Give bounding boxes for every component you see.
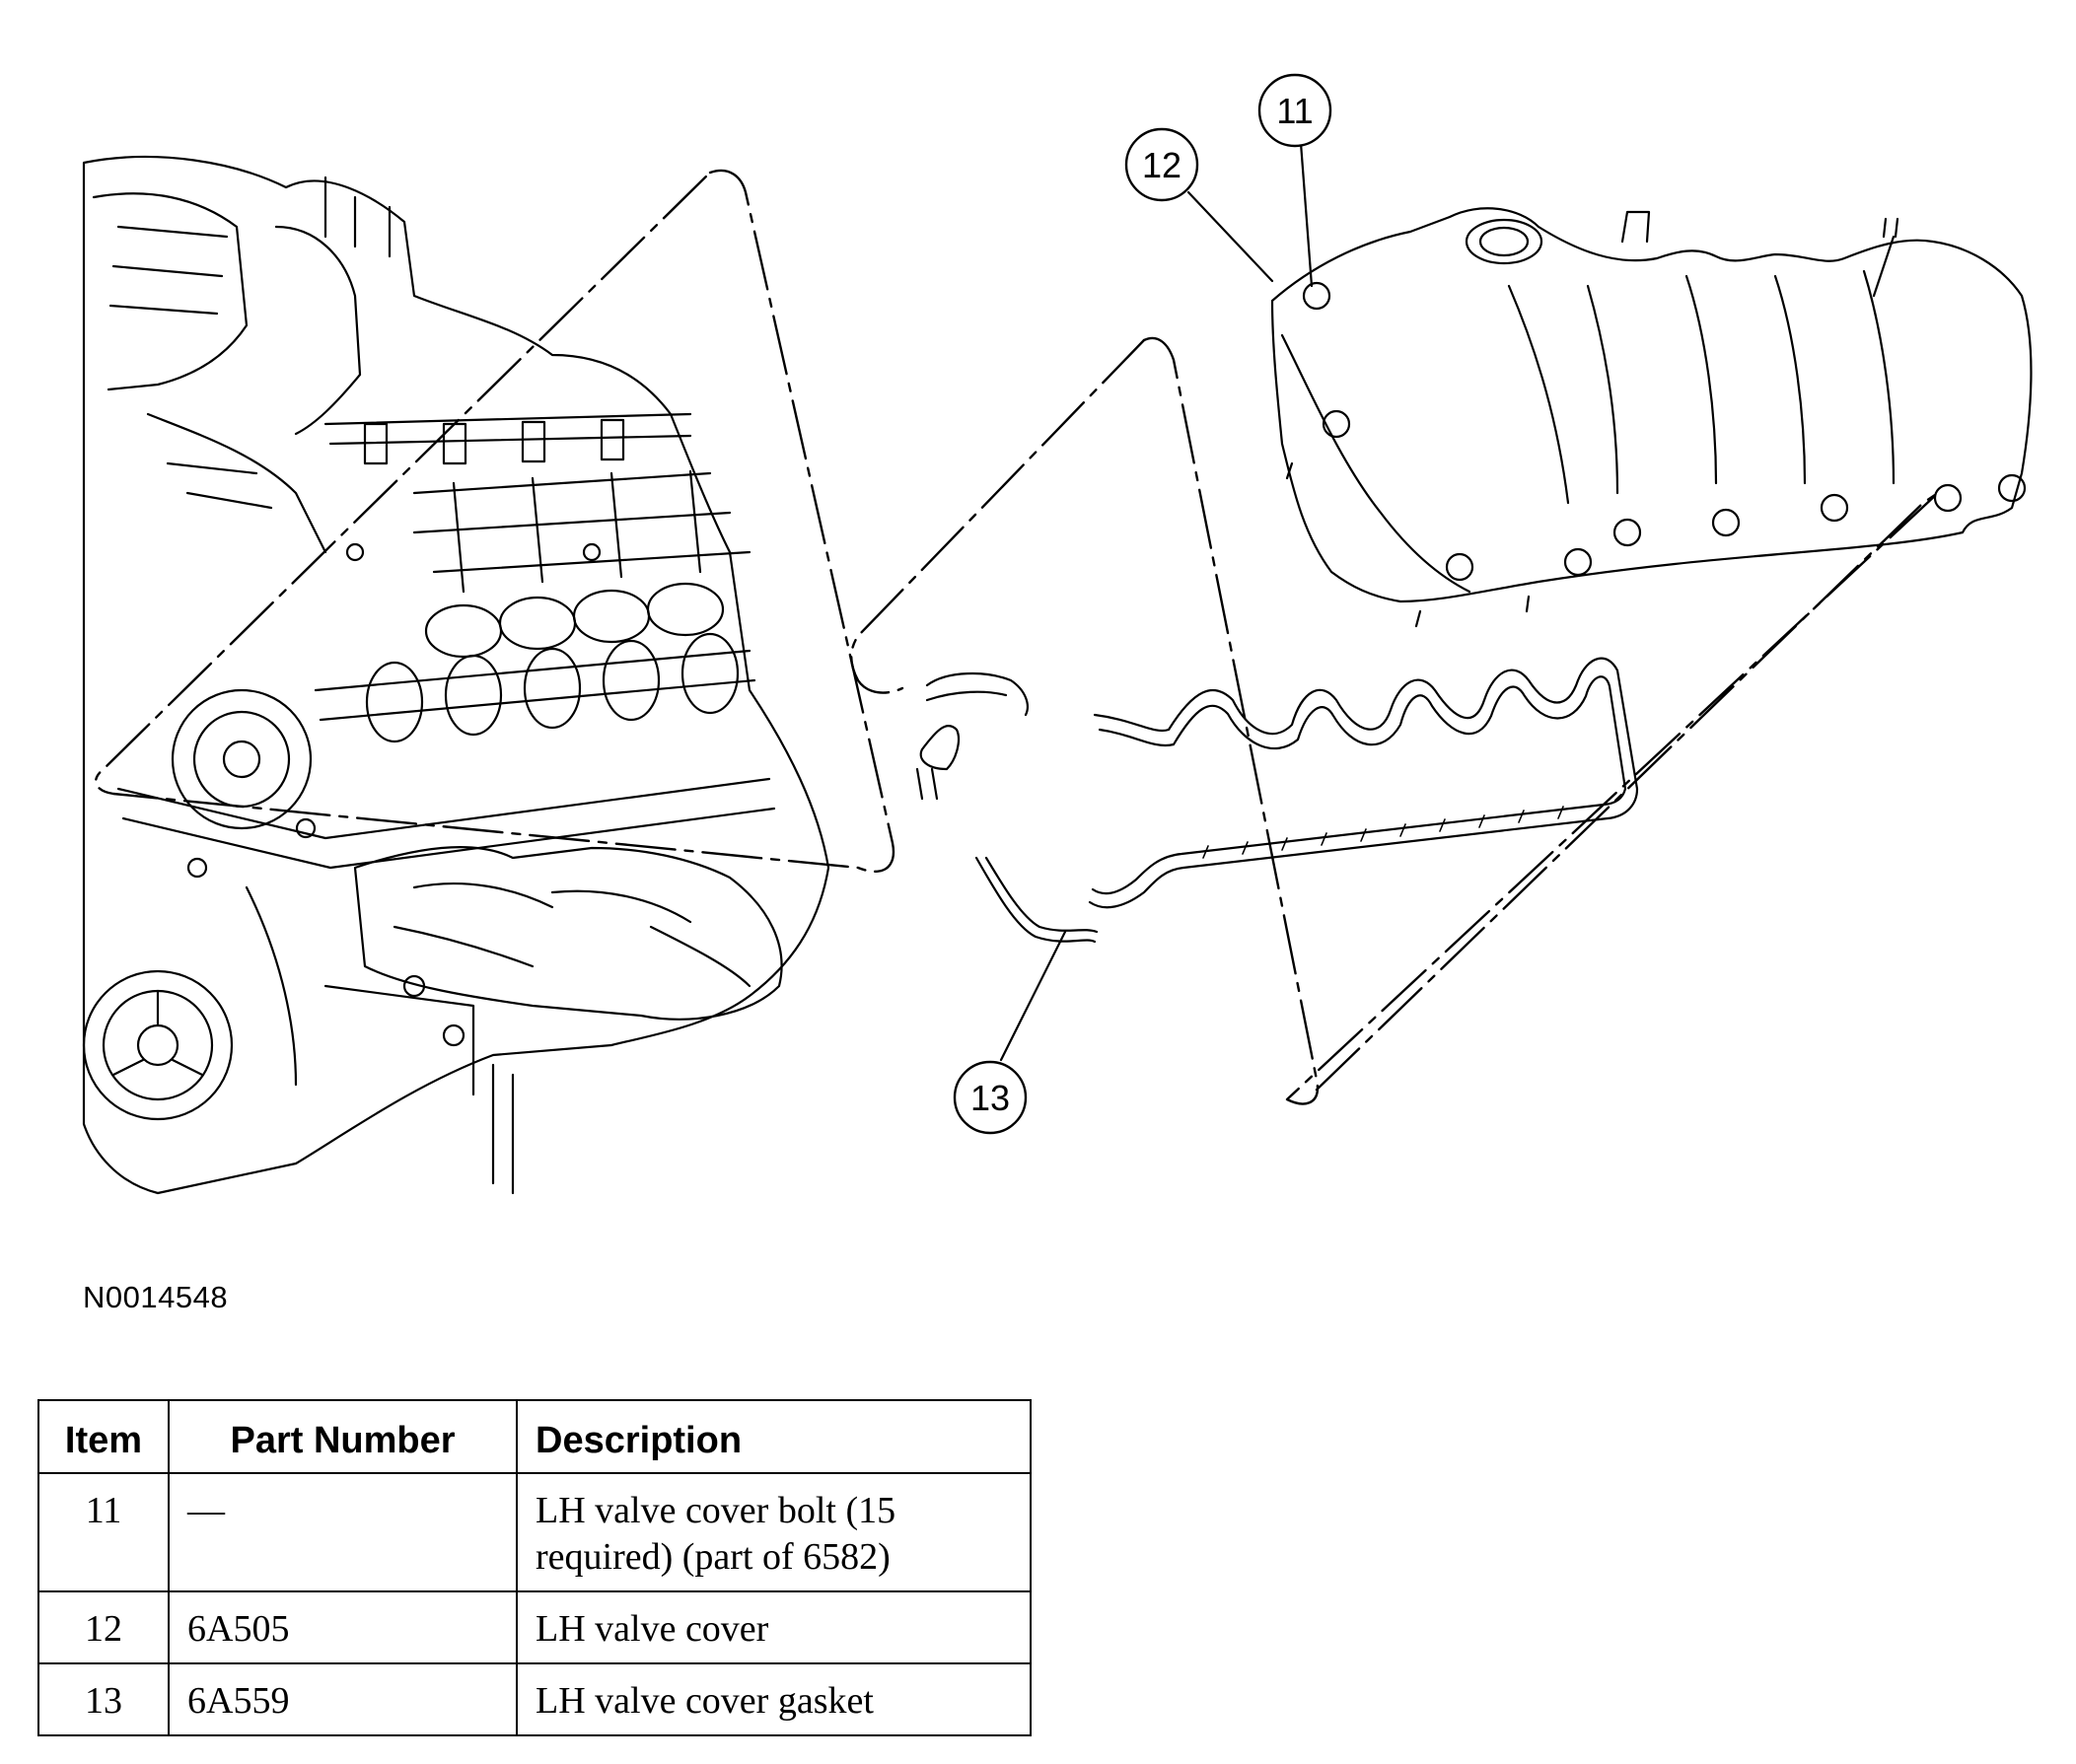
row-item: 13 bbox=[37, 1662, 170, 1736]
row-item: 12 bbox=[37, 1590, 170, 1664]
row-part-number: 6A505 bbox=[168, 1590, 518, 1664]
callout-13-leader bbox=[999, 930, 1067, 1062]
callout-11-leader bbox=[1298, 128, 1314, 288]
table-row: 13 6A559 LH valve cover gasket bbox=[37, 1662, 1032, 1736]
header-item: Item bbox=[37, 1399, 170, 1474]
callout-12-label: 12 bbox=[1142, 145, 1181, 185]
table-row: 11 — LH valve cover bolt (15 required) (… bbox=[37, 1472, 1032, 1592]
table-header-row: Item Part Number Description bbox=[37, 1399, 1032, 1474]
header-description: Description bbox=[516, 1399, 1032, 1474]
header-part-number: Part Number bbox=[168, 1399, 518, 1474]
table-row: 12 6A505 LH valve cover bbox=[37, 1590, 1032, 1664]
callout-12-leader bbox=[1186, 190, 1274, 283]
callout-12: 12 bbox=[1124, 127, 1199, 202]
callout-11-label: 11 bbox=[1276, 91, 1313, 131]
row-item: 11 bbox=[37, 1472, 170, 1592]
exploded-view-illustration: 11 12 13 bbox=[82, 73, 2033, 1195]
row-description-line: LH valve cover gasket bbox=[536, 1680, 874, 1722]
parts-table: Item Part Number Description 11 — LH val… bbox=[37, 1399, 1032, 1736]
row-description-line: LH valve cover bolt (15 bbox=[536, 1490, 896, 1531]
callout-13-label: 13 bbox=[970, 1078, 1010, 1118]
row-part-number: 6A559 bbox=[168, 1662, 518, 1736]
callout-13: 13 bbox=[953, 1060, 1028, 1135]
callout-11: 11 bbox=[1257, 73, 1332, 148]
row-description: LH valve cover gasket bbox=[516, 1662, 1032, 1736]
valve-cover-gasket-drawing bbox=[915, 657, 1639, 944]
row-description: LH valve cover bbox=[516, 1590, 1032, 1664]
row-description-line: required) (part of 6582) bbox=[536, 1536, 891, 1578]
row-description-line: LH valve cover bbox=[536, 1608, 769, 1650]
engine-drawing bbox=[82, 155, 830, 1195]
row-description: LH valve cover bolt (15 required) (part … bbox=[516, 1472, 1032, 1592]
phantom-outline bbox=[94, 169, 1940, 1105]
valve-cover-drawing bbox=[1270, 207, 2033, 628]
figure-id: N0014548 bbox=[83, 1280, 229, 1314]
row-part-number: — bbox=[168, 1472, 518, 1592]
